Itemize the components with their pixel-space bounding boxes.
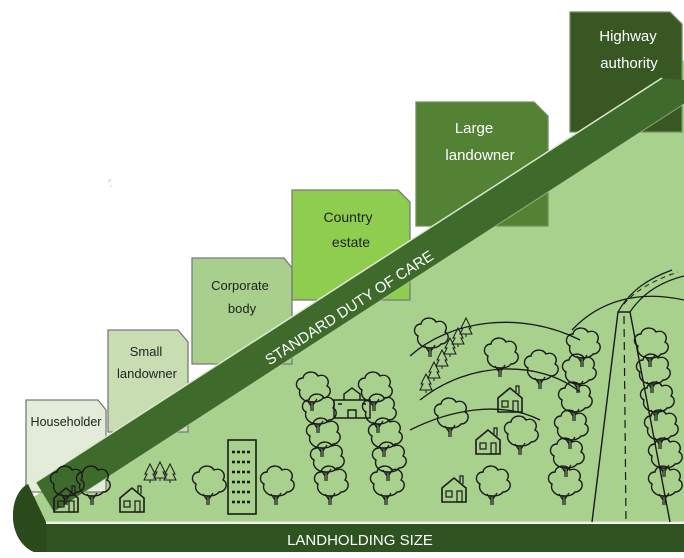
step-label-large-landowner: landowner: [445, 147, 514, 164]
step-label-large: Large: [455, 120, 493, 137]
step-label-corporate: Corporate: [211, 278, 269, 293]
step-label-landowner: landowner: [117, 366, 178, 381]
apartment-building-icon: [227, 439, 257, 515]
hill-icon: [409, 295, 684, 431]
school-icon: [333, 387, 371, 419]
step-label-householder: Householder: [31, 415, 102, 429]
step-label-small: Small: [130, 344, 163, 359]
step-label-highway: Highway: [599, 28, 657, 45]
step-label-body: body: [228, 301, 257, 316]
step-label-authority: authority: [600, 55, 658, 72]
step-label-country: Country: [323, 209, 372, 225]
step-label-estate: estate: [332, 234, 370, 250]
landscape-icons: [49, 269, 684, 523]
landholding-size-label: LANDHOLDING SIZE: [287, 532, 433, 549]
road-icon: [591, 269, 684, 523]
landholding-size-band: LANDHOLDING SIZE: [12, 484, 684, 552]
sparkle-icon: [107, 178, 112, 187]
